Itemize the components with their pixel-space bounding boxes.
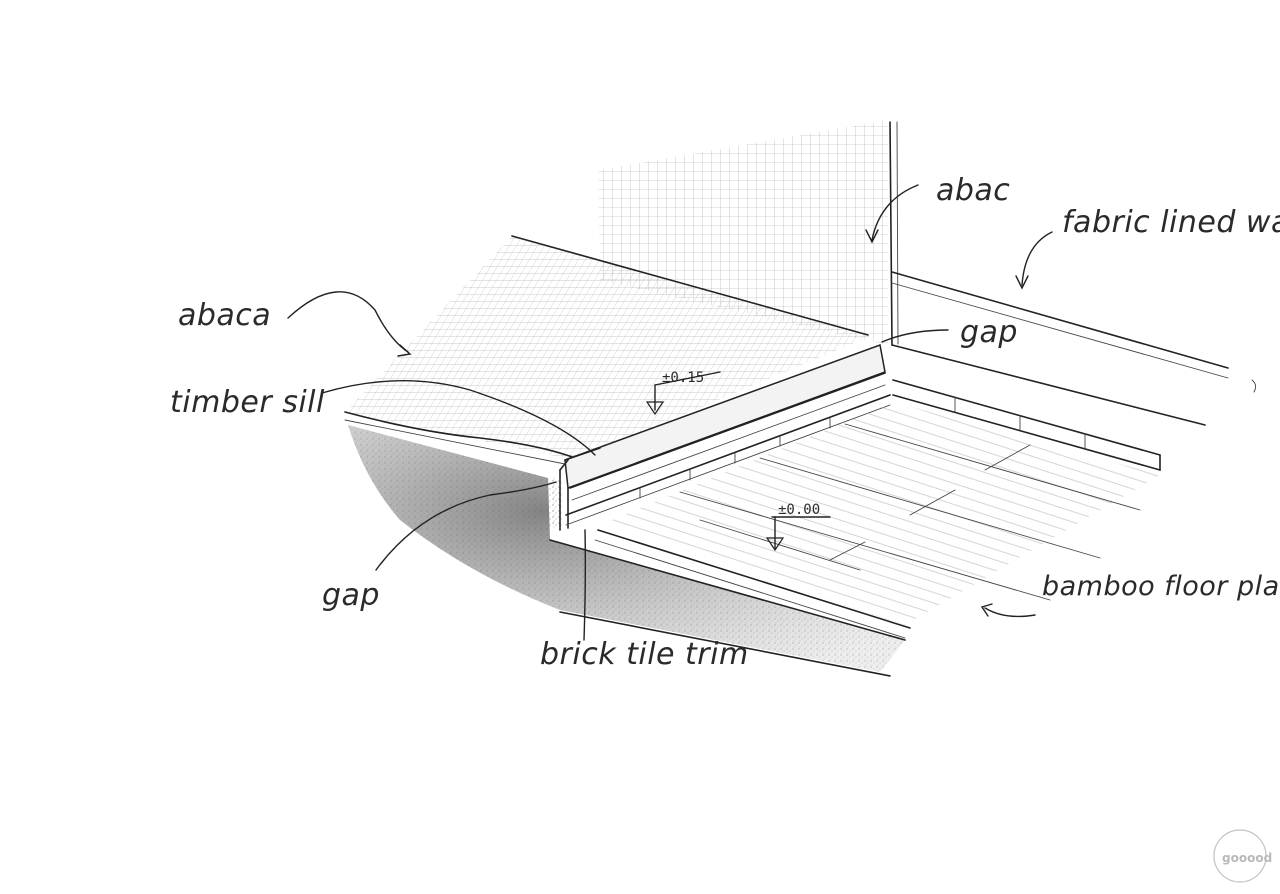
- fabric-lined-wall: [891, 271, 1257, 426]
- svg-text:gooood: gooood: [1222, 851, 1272, 865]
- level-marker-lower: ±0.00: [765, 502, 831, 552]
- label-timber-sill: timber sill: [170, 385, 325, 420]
- label-abaca: abaca: [178, 298, 271, 333]
- watermark-logo: gooood: [1213, 829, 1272, 883]
- label-abac: abac: [936, 173, 1010, 208]
- level-lower-text: ±0.00: [778, 502, 820, 518]
- level-upper-text: ±0.15: [662, 370, 704, 386]
- brick-tile-trim: [565, 379, 1161, 526]
- label-gap-upper: gap: [960, 315, 1018, 350]
- bamboo-floor: [594, 402, 1160, 639]
- label-brick-tile-trim: brick tile trim: [540, 637, 749, 672]
- leader-lines: [287, 184, 1053, 641]
- abaca-platform: [344, 235, 870, 467]
- timber-sill: [548, 343, 886, 531]
- label-gap-lower: gap: [322, 578, 380, 613]
- label-bamboo-floor-plank: bamboo floor plank: [1042, 571, 1280, 602]
- label-fabric-lined-wall: fabric lined wall: [1062, 205, 1280, 240]
- level-marker-upper: ±0.15: [645, 370, 721, 416]
